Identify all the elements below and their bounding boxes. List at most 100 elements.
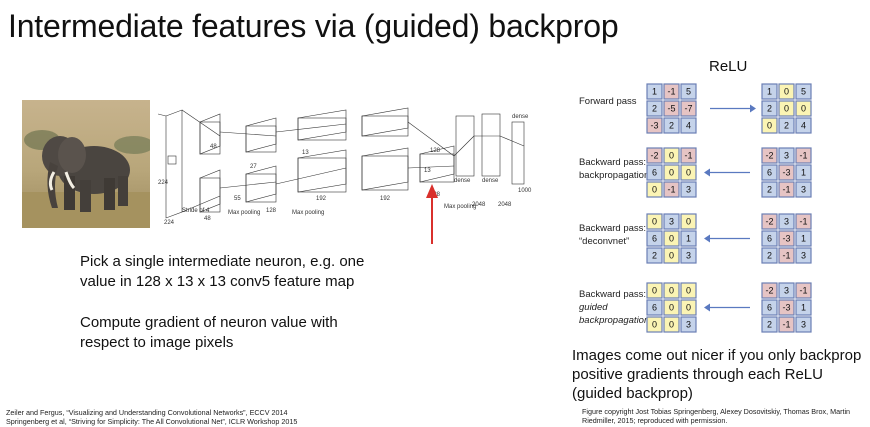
grid-cell-value: 2	[652, 251, 657, 261]
net-label-192b: 192	[380, 196, 391, 202]
grid-cell	[795, 282, 812, 299]
grid-cell	[795, 181, 812, 198]
grid-cell-value: 6	[652, 234, 657, 244]
grid-cell	[795, 316, 812, 333]
grid-cell-value: 1	[686, 234, 691, 244]
grid-cell	[646, 316, 663, 333]
pass-label: backpropagation	[579, 315, 649, 326]
grid-cell	[778, 213, 795, 230]
grid-cell	[795, 117, 812, 134]
grid-cell-value: 0	[767, 121, 772, 131]
grid-cell-value: 0	[669, 151, 674, 161]
grid-cell	[663, 181, 680, 198]
grid-cell-value: 2	[767, 320, 772, 330]
net-label-maxpool-2: Max pooling	[292, 210, 324, 216]
grid-cell-value: 6	[767, 234, 772, 244]
grid-cell	[646, 299, 663, 316]
grid-cell-value: -1	[799, 217, 807, 227]
arrow-left-icon	[704, 303, 750, 312]
grid-cell	[778, 100, 795, 117]
pass-label: guided	[579, 302, 608, 313]
grid-cell-value: 0	[669, 303, 674, 313]
grid-cell-value: 3	[686, 251, 691, 261]
grid-cell	[795, 164, 812, 181]
grid-cell	[680, 247, 697, 264]
grid-cell-value: 0	[686, 168, 691, 178]
grid-cell	[646, 247, 663, 264]
arrow-left-icon	[704, 168, 750, 177]
grid-cell-value: -2	[765, 151, 773, 161]
relu-label: ReLU	[709, 58, 748, 75]
grid-cell	[778, 316, 795, 333]
grid-cell	[761, 299, 778, 316]
pass-label: Backward pass:	[579, 157, 646, 168]
grid-cell	[761, 83, 778, 100]
net-label-dense-3: dense	[512, 114, 529, 120]
grid-cell	[646, 230, 663, 247]
net-label-224b: 224	[164, 220, 175, 226]
grid-cell	[795, 100, 812, 117]
grid-cell	[663, 282, 680, 299]
grid-cell-value: 3	[784, 151, 789, 161]
grid-cell	[663, 83, 680, 100]
grid-cell-value: 4	[686, 121, 691, 131]
pass-label: Forward pass	[579, 96, 637, 107]
grid-cell-value: 5	[686, 87, 691, 97]
grid-cell-value: 0	[669, 251, 674, 261]
grid-cell	[778, 247, 795, 264]
net-label-48: 48	[210, 144, 217, 150]
grid-cell	[795, 213, 812, 230]
grid-cell-value: 3	[686, 185, 691, 195]
net-label-128b: 128	[430, 148, 441, 154]
grid-cell-value: 2	[767, 185, 772, 195]
grid-cell-value: 4	[801, 121, 806, 131]
grid-cell	[680, 100, 697, 117]
grid-cell-value: 0	[784, 104, 789, 114]
net-label-224: 224	[158, 180, 169, 186]
grid-cell-value: -1	[782, 320, 790, 330]
grid-cell	[761, 213, 778, 230]
grid-cell-value: 1	[801, 234, 806, 244]
net-label-dense-1: dense	[454, 178, 471, 184]
grid-cell	[795, 83, 812, 100]
net-label-2048b: 2048	[498, 202, 512, 208]
grid-cell-value: 0	[686, 303, 691, 313]
net-label-55: 55	[234, 196, 241, 202]
net-label-13b: 13	[424, 168, 431, 174]
grid-cell	[680, 282, 697, 299]
net-label-2048: 2048	[472, 202, 486, 208]
grid-cell-value: -1	[667, 185, 675, 195]
grid-cell-value: 2	[784, 121, 789, 131]
grid-cell	[761, 100, 778, 117]
grid-cell	[795, 147, 812, 164]
grid-cell	[663, 164, 680, 181]
grid-cell-value: 0	[652, 286, 657, 296]
grid-cell	[646, 213, 663, 230]
arrow-left-icon	[704, 234, 750, 243]
grid-cell-value: 5	[801, 87, 806, 97]
grid-cell	[680, 230, 697, 247]
grid-cell-value: -3	[782, 234, 790, 244]
net-label-1000: 1000	[518, 188, 532, 194]
grid-cell	[646, 181, 663, 198]
net-label-stride: Stride of 4	[182, 208, 210, 214]
grid-cell	[761, 181, 778, 198]
grid-cell	[761, 147, 778, 164]
grid-cell	[663, 299, 680, 316]
grid-cell	[646, 147, 663, 164]
grid-cell-value: -5	[667, 104, 675, 114]
grid-cell-value: -1	[667, 87, 675, 97]
grid-cell-value: 1	[652, 87, 657, 97]
grid-cell	[663, 213, 680, 230]
compute-gradient-text: Compute gradient of neuron value with re…	[80, 314, 338, 351]
figure-credit: Figure copyright Jost Tobias Springenber…	[582, 407, 851, 425]
grid-cell-value: 2	[767, 104, 772, 114]
grid-cell-value: 6	[652, 168, 657, 178]
grid-cell-value: 0	[652, 320, 657, 330]
grid-cell-value: 3	[784, 217, 789, 227]
